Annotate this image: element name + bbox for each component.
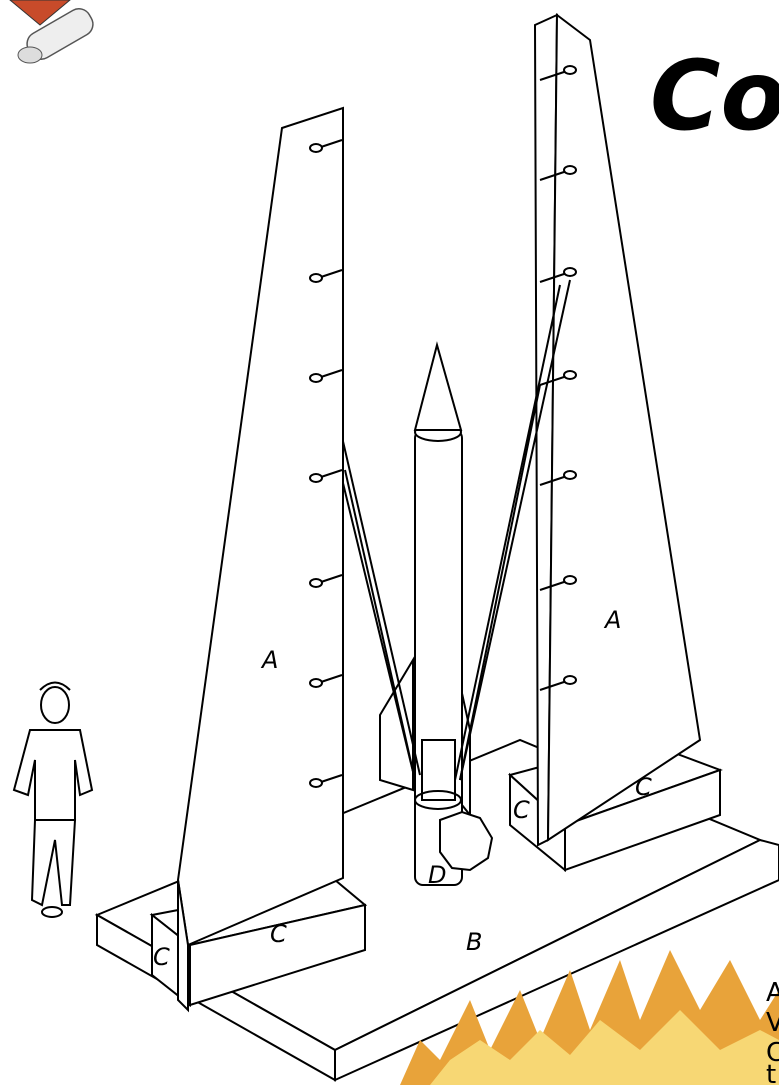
caption-line-2: V [766,1008,779,1038]
label-block-left-front: C [270,920,287,948]
label-tower-left: A [260,646,278,674]
label-block-right-front: C [635,773,652,801]
fire-graphic [400,950,779,1085]
right-tower [533,13,702,847]
label-block-right-side: C [513,796,530,824]
caption-line-1: A [766,978,779,1008]
label-tower-right: A [603,606,621,634]
label-block-left-side: C [153,943,170,971]
person-figure [12,681,94,918]
label-base: B [466,928,482,956]
page-title: Co [650,40,779,152]
rocket [379,341,494,886]
caption-line-4: t [766,1060,777,1090]
tower-hooks [309,65,577,788]
label-rocket-bottom: D [428,861,446,889]
space-shuttle-icon [9,0,94,64]
left-tower [176,106,344,1013]
caption-line-3: C [766,1038,779,1068]
